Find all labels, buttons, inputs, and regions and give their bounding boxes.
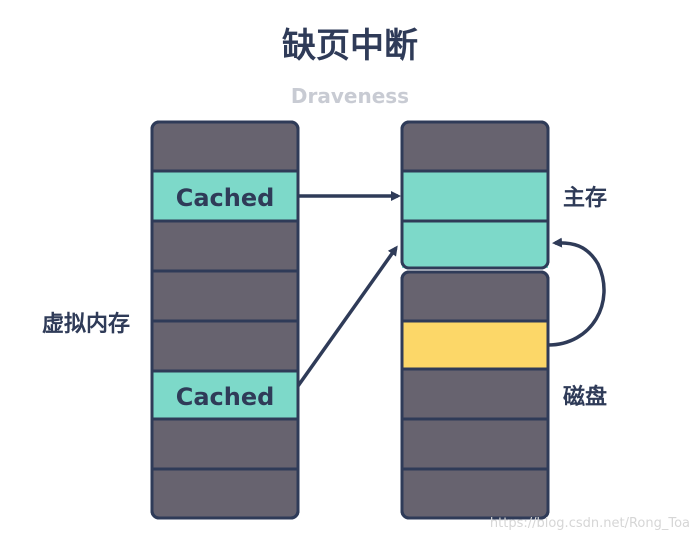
virtual-memory-label: 虚拟内存 (42, 311, 130, 337)
watermark: https://blog.csdn.net/Rong_Toa (490, 516, 690, 531)
disk-frame (400, 270, 550, 520)
virtual-memory-column: Cached Cached (150, 120, 300, 520)
virtual-cached-cell-2 (152, 372, 298, 418)
disk-page-highlight (402, 322, 548, 368)
disk-border (400, 270, 550, 520)
main-memory-column (400, 120, 550, 270)
cached-mapping-arrow-2 (296, 245, 398, 388)
disk-column (400, 270, 550, 520)
main-memory-label: 主存 (563, 185, 607, 211)
page-load-arrow (547, 237, 606, 347)
disk-label: 磁盘 (563, 384, 607, 410)
virtual-cached-cell-1 (152, 172, 298, 220)
main-memory-border (400, 120, 550, 270)
virtual-cached-label-2: Cached (176, 383, 275, 411)
virtual-cached-label-1: Cached (176, 184, 275, 212)
diagram-subtitle: Draveness (291, 84, 409, 108)
diagram-title: 缺页中断 (282, 26, 418, 66)
virtual-memory-border (150, 120, 300, 520)
